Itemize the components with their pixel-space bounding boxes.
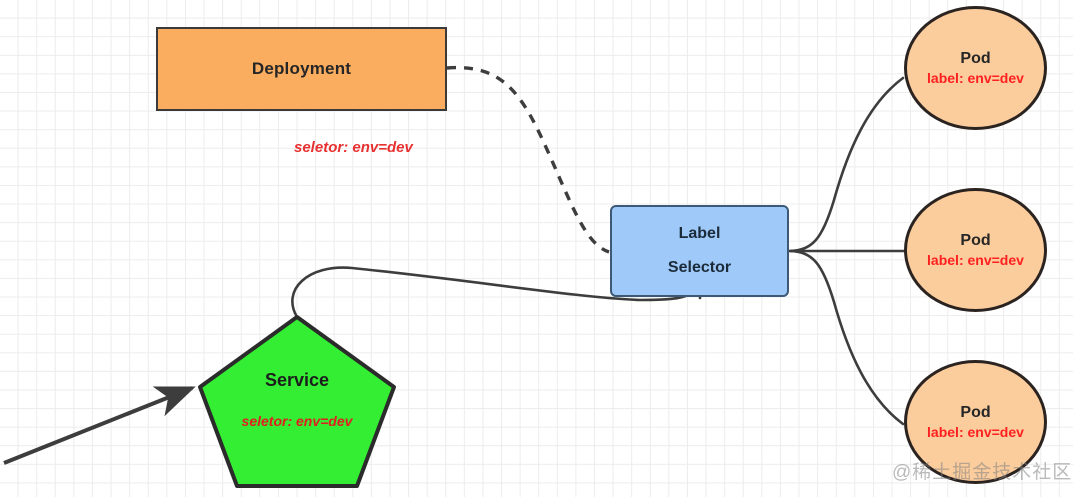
pod-2-sublabel: label: env=dev — [927, 252, 1024, 268]
pod-node-1[interactable]: Pod label: env=dev — [904, 6, 1047, 130]
watermark: @稀土掘金技术社区 — [892, 462, 1073, 483]
label-selector-node[interactable]: Label Selector — [610, 205, 789, 297]
deployment-label: Deployment — [251, 59, 352, 78]
label-selector-line2: Selector — [667, 259, 732, 276]
pod-1-sublabel: label: env=dev — [927, 70, 1024, 86]
service-selector-annotation: seletor: env=dev — [241, 413, 353, 429]
edge-deployment-to-label-selector — [446, 65, 610, 254]
edge-label-selector-to-pod-3 — [788, 249, 905, 426]
service-pentagon-shape — [198, 315, 396, 488]
edge-label-selector-to-pod-1 — [788, 76, 905, 253]
pod-1-label: Pod — [960, 50, 991, 67]
pod-2-label: Pod — [960, 232, 991, 249]
label-selector-line1: Label — [678, 225, 721, 242]
service-node[interactable]: Service seletor: env=dev — [197, 314, 397, 489]
pod-node-2[interactable]: Pod label: env=dev — [904, 188, 1047, 312]
deployment-node[interactable]: Deployment — [156, 27, 447, 111]
service-label: Service — [264, 370, 330, 390]
pod-3-sublabel: label: env=dev — [927, 424, 1024, 440]
pod-node-3[interactable]: Pod label: env=dev — [904, 360, 1047, 484]
deployment-selector-annotation: seletor: env=dev — [294, 139, 413, 156]
pod-3-label: Pod — [960, 404, 991, 421]
edge-incoming-traffic-to-service — [3, 386, 196, 465]
